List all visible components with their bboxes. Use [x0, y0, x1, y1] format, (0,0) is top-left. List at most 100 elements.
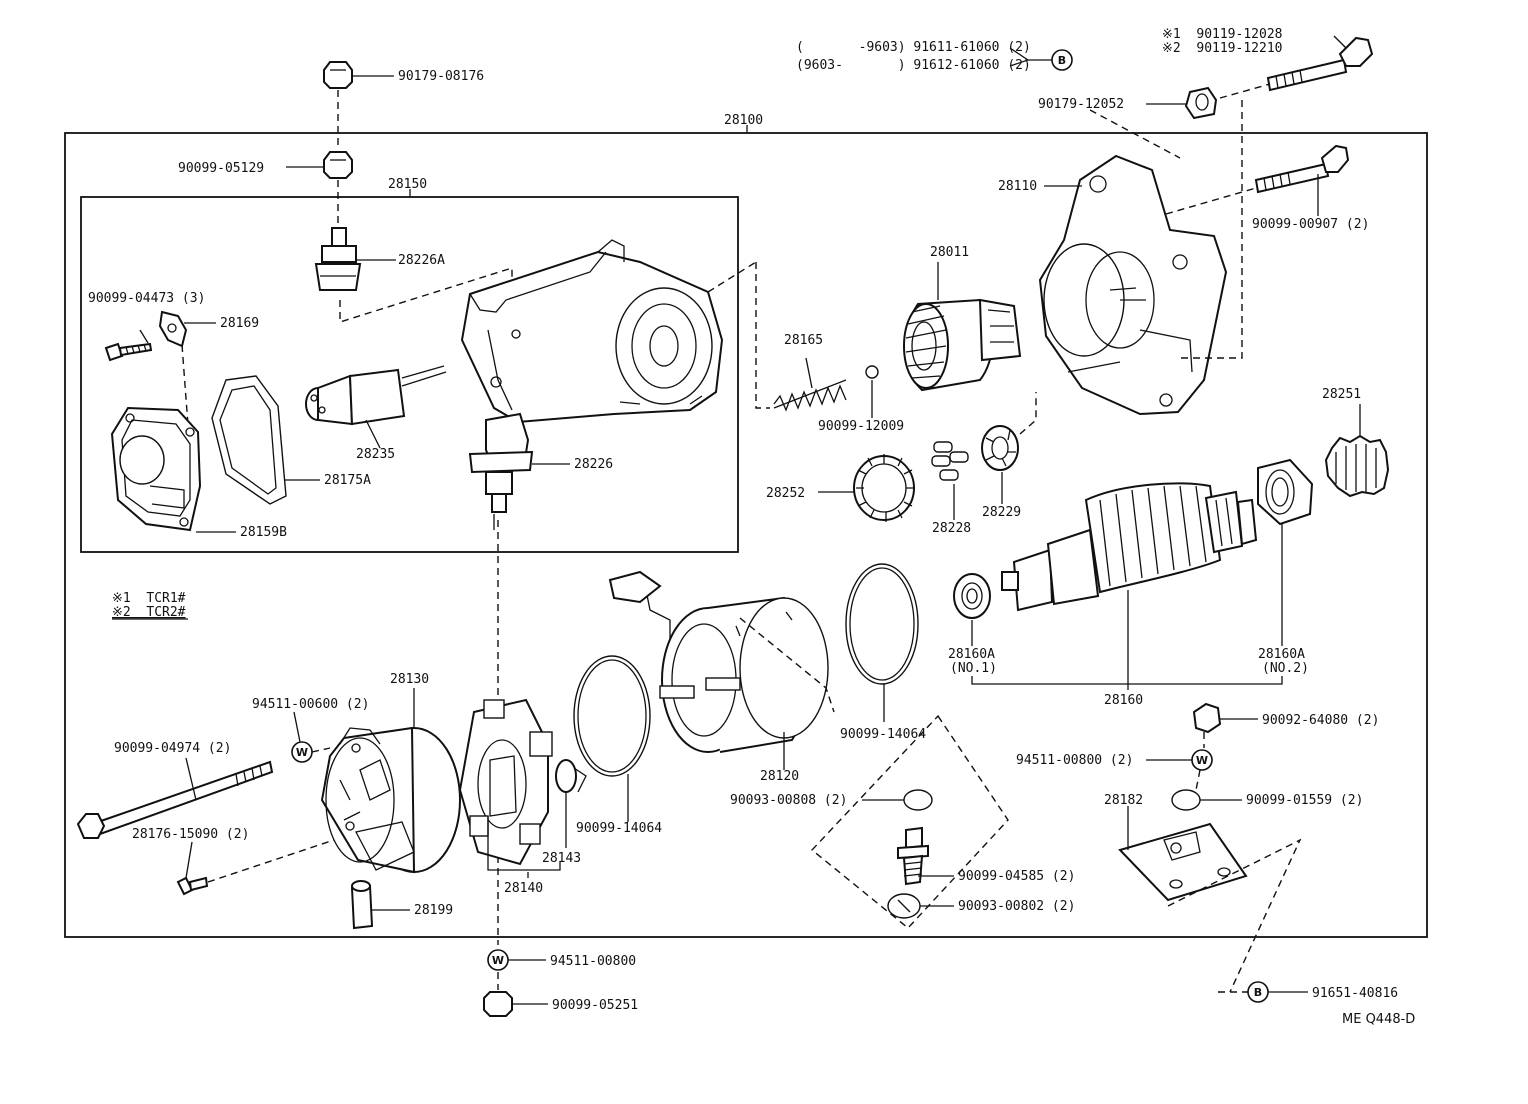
bearing-28160A-no1-icon [953, 573, 991, 619]
through-bolt-90119-icon [1266, 36, 1374, 92]
label-90099-14064-b: 90099-14064 [840, 727, 926, 742]
label-90099-04473: 90099-04473 (3) [88, 291, 205, 306]
armature-28160-icon [1001, 482, 1258, 612]
label-91651-40816: 91651-40816 [1312, 986, 1398, 1001]
reference-b-marker-bottom: B [1247, 981, 1269, 1003]
gasket-28175A-icon [211, 375, 287, 505]
svg-text:W: W [1196, 754, 1208, 767]
label-90099-01559: 90099-01559 (2) [1246, 793, 1363, 808]
nut-90099-05251-icon [483, 991, 513, 1017]
nut-90092-64080-icon [1192, 702, 1222, 734]
gear-28251-icon [1324, 434, 1390, 498]
washer-90093-00802-icon [887, 893, 921, 919]
label-28100: 28100 [724, 113, 763, 128]
terminal-28226-icon [468, 412, 534, 530]
spring-28165-icon [773, 379, 847, 412]
label-28226: 28226 [574, 457, 613, 472]
through-bolt-90099-04974-icon [76, 760, 274, 839]
clip-28169-icon [158, 310, 188, 348]
magnetic-switch-housing-icon [460, 239, 770, 424]
label-28229: 28229 [982, 505, 1021, 520]
o-ring-90099-14064-right-icon [845, 563, 919, 685]
plunger-28235-icon [305, 365, 447, 426]
note-tcr2: ※2 TCR2# [112, 605, 186, 620]
label-91611-61060: ( -9603) 91611-61060 (2) [796, 40, 1031, 55]
label-90099-00907: 90099-00907 (2) [1252, 217, 1369, 232]
terminal-28226A-icon [314, 227, 362, 291]
label-28160A-no2: 28160A [1258, 647, 1305, 662]
label-28182: 28182 [1104, 793, 1143, 808]
label-28235: 28235 [356, 447, 395, 462]
bracket-28182-icon [1118, 822, 1248, 902]
label-28251: 28251 [1322, 387, 1361, 402]
label-28199: 28199 [414, 903, 453, 918]
label-28110: 28110 [998, 179, 1037, 194]
lock-washer-94511-00800-a-icon: W [1191, 749, 1213, 771]
label-94511-00800-a: 94511-00800 (2) [1016, 753, 1133, 768]
retainer-28229-icon [981, 425, 1019, 471]
label-90093-00802: 90093-00802 (2) [958, 899, 1075, 914]
label-28160A-no2-sub: (NO.2) [1262, 661, 1309, 676]
label-90099-04585: 90099-04585 (2) [958, 869, 1075, 884]
label-91612-61060: (9603- ) 91612-61060 (2) [796, 58, 1031, 73]
label-28175A: 28175A [324, 473, 371, 488]
label-28130: 28130 [390, 672, 429, 687]
lock-washer-94511-00800-b-icon: W [487, 949, 509, 971]
ball-90099-12009-icon [865, 365, 879, 379]
label-94511-00600: 94511-00600 (2) [252, 697, 369, 712]
label-28226A: 28226A [398, 253, 445, 268]
label-28252: 28252 [766, 486, 805, 501]
grommet-90179-12052-icon [1184, 86, 1218, 120]
gear-28252-icon [853, 454, 915, 522]
label-28165: 28165 [784, 333, 823, 348]
label-90092-64080: 90092-64080 (2) [1262, 713, 1379, 728]
label-90119-12210: ※2 90119-12210 [1162, 41, 1282, 56]
label-90099-05129: 90099-05129 [178, 161, 264, 176]
reference-b-marker-top: B [1051, 49, 1073, 71]
nut-90099-05129-icon [323, 151, 353, 179]
svg-text:B: B [1254, 986, 1262, 999]
nut-90179-08176-icon [323, 61, 353, 89]
label-90119-12028: ※1 90119-12028 [1162, 27, 1282, 42]
label-90179-12052: 90179-12052 [1038, 97, 1124, 112]
svg-text:B: B [1058, 54, 1066, 67]
washer-90099-01559-icon [1171, 789, 1201, 811]
label-90093-00808: 90093-00808 (2) [730, 793, 847, 808]
label-90099-12009: 90099-12009 [818, 419, 904, 434]
label-28228: 28228 [932, 521, 971, 536]
label-90099-04974: 90099-04974 (2) [114, 741, 231, 756]
assembly-frame-28100 [64, 132, 1428, 938]
svg-text:W: W [296, 746, 308, 759]
drive-housing-28110-icon [1038, 154, 1228, 416]
diagram-code: ME Q448-D [1342, 1012, 1415, 1027]
bolt-90099-00907-icon [1254, 144, 1350, 194]
label-94511-00800-b: 94511-00800 [550, 954, 636, 969]
label-90099-05251: 90099-05251 [552, 998, 638, 1013]
washer-90093-00808-icon [903, 789, 933, 811]
label-28169: 28169 [220, 316, 259, 331]
label-28143: 28143 [542, 851, 581, 866]
o-ring-90099-14064-left-icon [573, 655, 651, 777]
label-28160A-no1-sub: (NO.1) [950, 661, 997, 676]
screw-28176-15090-icon [176, 876, 209, 896]
screw-90099-04473-icon [104, 342, 153, 362]
note-tcr1: ※1 TCR1# [112, 591, 186, 606]
starter-drive-28011-icon [903, 298, 1022, 392]
label-28011: 28011 [930, 245, 969, 260]
brush-holder-28140-icon [458, 698, 553, 866]
lock-washer-94511-00600-icon: W [291, 741, 313, 763]
label-28176-15090: 28176-15090 (2) [132, 827, 249, 842]
bolt-90099-04585-icon [897, 826, 929, 886]
cap-28199-icon [350, 880, 374, 930]
label-28160A-no1: 28160A [948, 647, 995, 662]
label-90179-08176: 90179-08176 [398, 69, 484, 84]
yoke-28120-icon [608, 570, 829, 753]
label-28160: 28160 [1104, 693, 1143, 708]
rollers-28228-icon [931, 441, 969, 481]
label-90099-14064-a: 90099-14064 [576, 821, 662, 836]
bearing-28160A-no2-icon [1257, 458, 1314, 526]
label-28159B: 28159B [240, 525, 287, 540]
label-28140: 28140 [504, 881, 543, 896]
label-28120: 28120 [760, 769, 799, 784]
